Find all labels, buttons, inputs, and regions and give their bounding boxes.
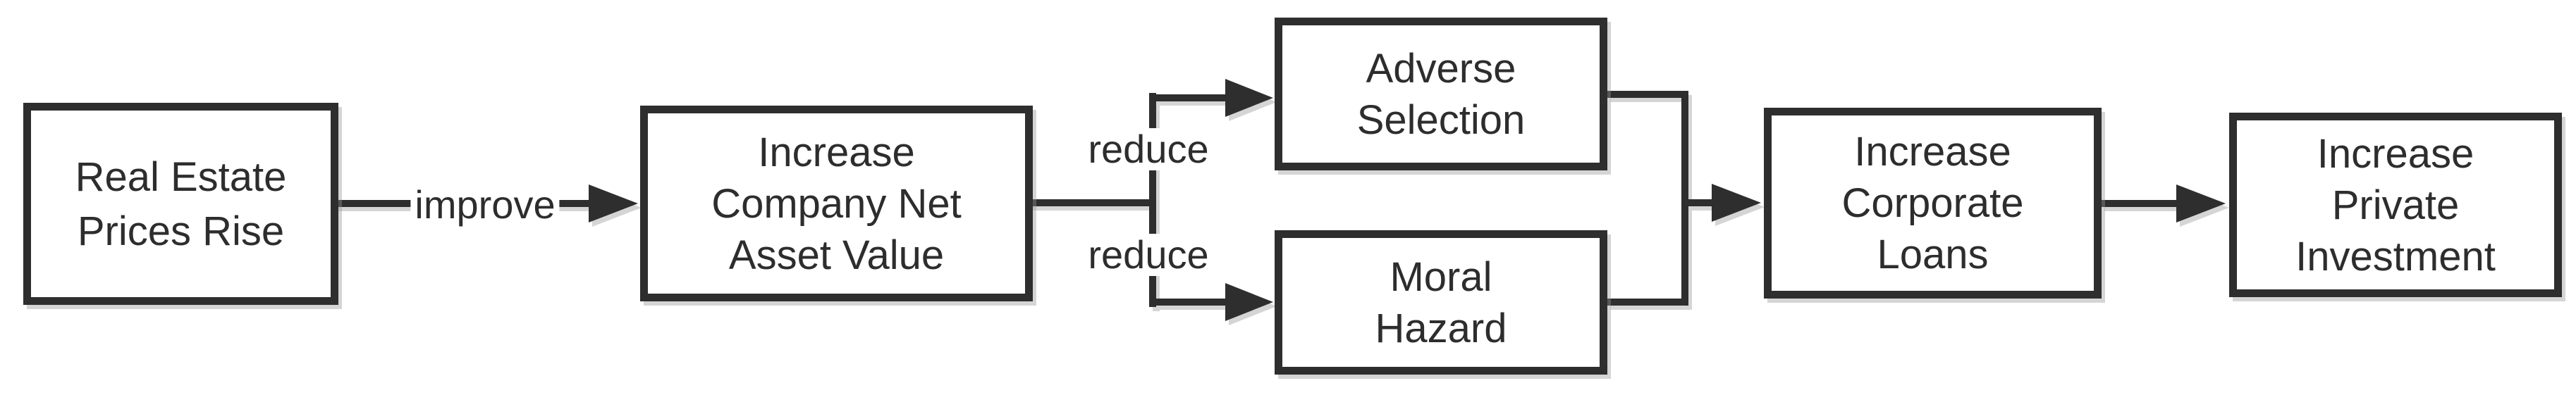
node-label-line: Private <box>2331 182 2460 228</box>
node-increase-corporate-loans: Increase Corporate Loans <box>1764 108 2102 299</box>
node-label-line: Loans <box>1877 232 1989 277</box>
edge-label-improve: improve <box>410 184 560 226</box>
node-label-line: Increase <box>758 129 915 175</box>
node-label-line: Corporate <box>1841 180 2024 226</box>
node-adverse-selection: Adverse Selection <box>1275 18 1607 170</box>
node-label-line: Increase <box>1854 129 2011 175</box>
node-increase-private-investment: Increase Private Investment <box>2229 113 2562 297</box>
node-label-line: Real Estate <box>75 153 287 200</box>
node-label-line: Increase <box>2317 130 2474 177</box>
edge-merge-bracket <box>1607 91 1761 306</box>
node-label-line: Investment <box>2295 233 2496 280</box>
node-label-line: Moral <box>1390 253 1492 300</box>
node-label-line: Company Net <box>711 180 962 227</box>
node-label-line: Adverse <box>1366 45 1516 92</box>
edge-split-bracket <box>1026 79 1273 321</box>
node-label-line: Asset Value <box>728 232 945 278</box>
node-label-line: Selection <box>1356 96 1526 143</box>
node-increase-company-net-asset-value: Increase Company Net Asset Value <box>640 106 1033 301</box>
edge-label-reduce-upper: reduce <box>1084 128 1213 170</box>
edge-loans-to-investment-arrow <box>2101 184 2226 222</box>
node-moral-hazard: Moral Hazard <box>1275 230 1607 375</box>
node-real-estate-prices-rise: Real Estate Prices Rise <box>23 103 338 305</box>
node-label-line: Hazard <box>1375 305 1507 351</box>
edge-label-reduce-lower: reduce <box>1084 234 1213 276</box>
node-label-line: Prices Rise <box>77 208 285 254</box>
